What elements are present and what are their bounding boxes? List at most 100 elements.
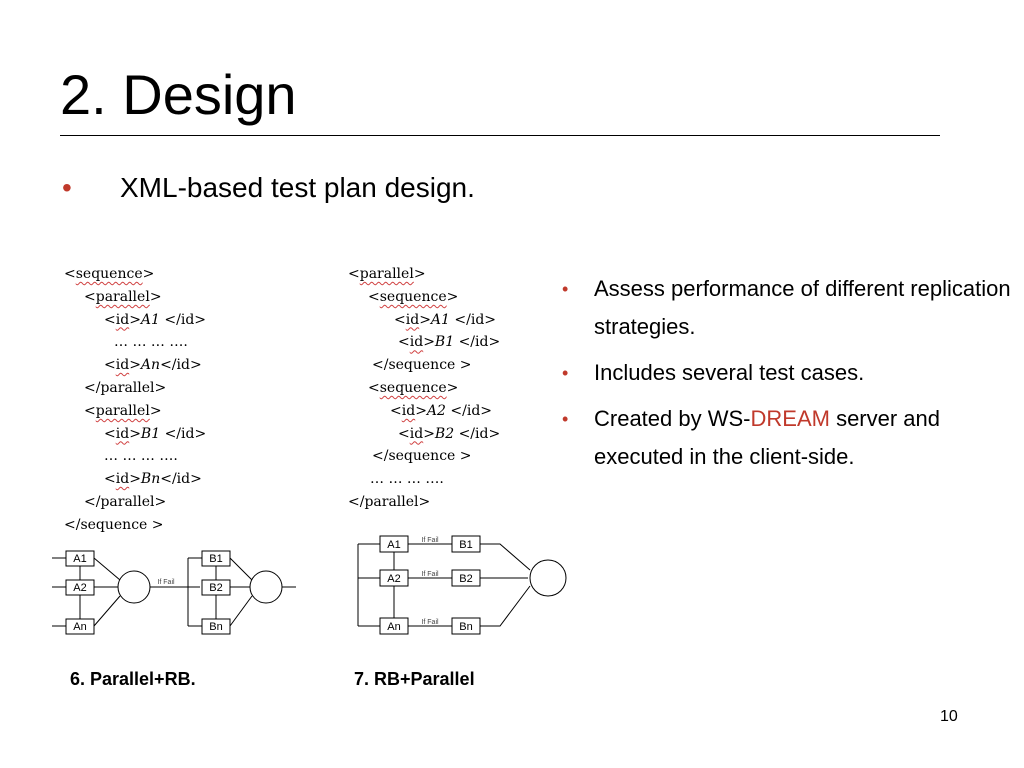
xml-close: > <box>149 402 162 419</box>
xml-open: < <box>104 425 116 442</box>
b-to-join-edges <box>229 557 253 627</box>
xml-value: An <box>140 357 161 374</box>
xml-text: </parallel> <box>84 493 167 510</box>
a-to-join-edges <box>93 557 121 627</box>
xml-tag: id <box>115 311 130 328</box>
xml-open: < <box>104 311 116 328</box>
xml-open: < <box>368 288 380 305</box>
xml-text: </parallel> <box>348 493 431 510</box>
join-node <box>117 570 151 604</box>
right-bullet-item: • Created by WS-DREAM server and execute… <box>562 400 1012 476</box>
slide-title: 2. Design <box>60 63 297 126</box>
xml-mid: > <box>129 471 141 488</box>
xml-open: < <box>390 402 402 419</box>
xml-text: … … … …. <box>370 471 444 488</box>
title-divider <box>60 135 940 136</box>
right-bullet-text: Created by WS-DREAM server and executed … <box>594 406 940 469</box>
xml-open: < <box>84 288 96 305</box>
xml-open: < <box>398 334 410 351</box>
xml-line: … … … …. <box>348 468 500 491</box>
xml-value: B2 <box>434 425 455 442</box>
main-bullet-text: XML-based test plan design. <box>120 172 475 203</box>
xml-line: <id>B1 </id> <box>348 331 500 354</box>
xml-value: Bn <box>140 471 161 488</box>
xml-line: <sequence> <box>348 286 500 309</box>
xml-line: </sequence > <box>348 354 500 377</box>
xml-tag: id <box>401 402 416 419</box>
right-bullet-text-suffix: server and executed in the client-side. <box>594 406 941 469</box>
xml-tag: sequence <box>75 266 143 282</box>
right-bullet-item: • Assess performance of different replic… <box>562 270 1012 346</box>
node-box <box>201 550 231 567</box>
node-label-b1: B1 <box>209 553 222 565</box>
xml-end: </id> <box>449 311 497 328</box>
xml-open: < <box>104 357 116 374</box>
b-group-bracket <box>187 557 202 627</box>
xml-close: > <box>446 379 459 396</box>
xml-line: <sequence> <box>64 263 206 286</box>
xml-tag: sequence <box>379 288 447 305</box>
figure-caption-6: 6. Parallel+RB. <box>70 669 196 689</box>
xml-end: </id> <box>159 311 207 328</box>
edge-label-if-fail: If Fail <box>157 579 175 586</box>
xml-mid: > <box>423 425 435 442</box>
xml-line: … … … …. <box>64 331 206 354</box>
xml-end: </id> <box>445 402 493 419</box>
xml-end: </id> <box>160 425 207 442</box>
right-bullet-text-prefix: Created by WS- <box>594 406 751 431</box>
xml-close: > <box>149 288 162 305</box>
bullet-icon: • <box>562 409 569 429</box>
xml-value: B1 <box>434 334 455 351</box>
xml-tag: parallel <box>359 266 414 282</box>
xml-mid: > <box>415 402 427 419</box>
xml-value: A1 <box>430 311 450 328</box>
xml-line: </parallel> <box>348 491 500 514</box>
xml-open: < <box>348 266 360 282</box>
xml-text: … … … …. <box>104 448 178 465</box>
xml-text: </sequence > <box>372 357 472 374</box>
xml-line: <id>A1 </id> <box>348 309 500 332</box>
xml-line: </parallel> <box>64 377 206 400</box>
xml-end: </id> <box>454 334 501 351</box>
xml-mid: > <box>419 311 431 328</box>
xml-text: </parallel> <box>84 379 167 396</box>
xml-listing-parallel-rb: <sequence><parallel><id>A1 </id>… … … ….… <box>64 263 206 537</box>
xml-listing-rb-parallel: <parallel><sequence><id>A1 </id><id>B1 <… <box>348 263 500 514</box>
xml-line: <parallel> <box>348 263 500 286</box>
xml-open: < <box>104 471 116 488</box>
xml-end: </id> <box>160 357 202 374</box>
xml-line: <sequence> <box>348 377 500 400</box>
xml-open: < <box>84 402 96 419</box>
node-label-an: An <box>73 621 86 633</box>
xml-line: </parallel> <box>64 491 206 514</box>
node-box <box>65 579 95 596</box>
xml-value: A1 <box>140 311 160 328</box>
bullet-icon: • <box>62 172 72 203</box>
node-box <box>201 579 231 596</box>
node-label-b2: B2 <box>209 582 222 594</box>
dream-highlight: DREAM <box>750 406 830 431</box>
figure-caption-7: 7. RB+Parallel <box>354 669 475 689</box>
xml-tag: id <box>405 311 420 328</box>
xml-tag: id <box>115 357 130 374</box>
xml-line: <id>A2 </id> <box>348 400 500 423</box>
xml-tag: id <box>409 425 424 442</box>
node-label-bn: Bn <box>209 621 222 633</box>
right-bullet-list: • Assess performance of different replic… <box>562 270 1012 484</box>
node-box <box>65 618 95 635</box>
xml-mid: > <box>423 334 435 351</box>
xml-close: > <box>413 266 426 282</box>
xml-open: < <box>398 425 410 442</box>
xml-mid: > <box>129 425 141 442</box>
node-box <box>65 550 95 567</box>
xml-line: <parallel> <box>64 286 206 309</box>
xml-tag: id <box>115 425 130 442</box>
xml-close: > <box>446 288 459 305</box>
xml-tag: sequence <box>379 379 447 396</box>
xml-text: </sequence > <box>64 516 164 533</box>
node-label-a1: A1 <box>73 553 86 565</box>
xml-tag: parallel <box>95 288 150 305</box>
xml-line: … … … …. <box>64 445 206 468</box>
bullet-icon: • <box>562 279 569 299</box>
